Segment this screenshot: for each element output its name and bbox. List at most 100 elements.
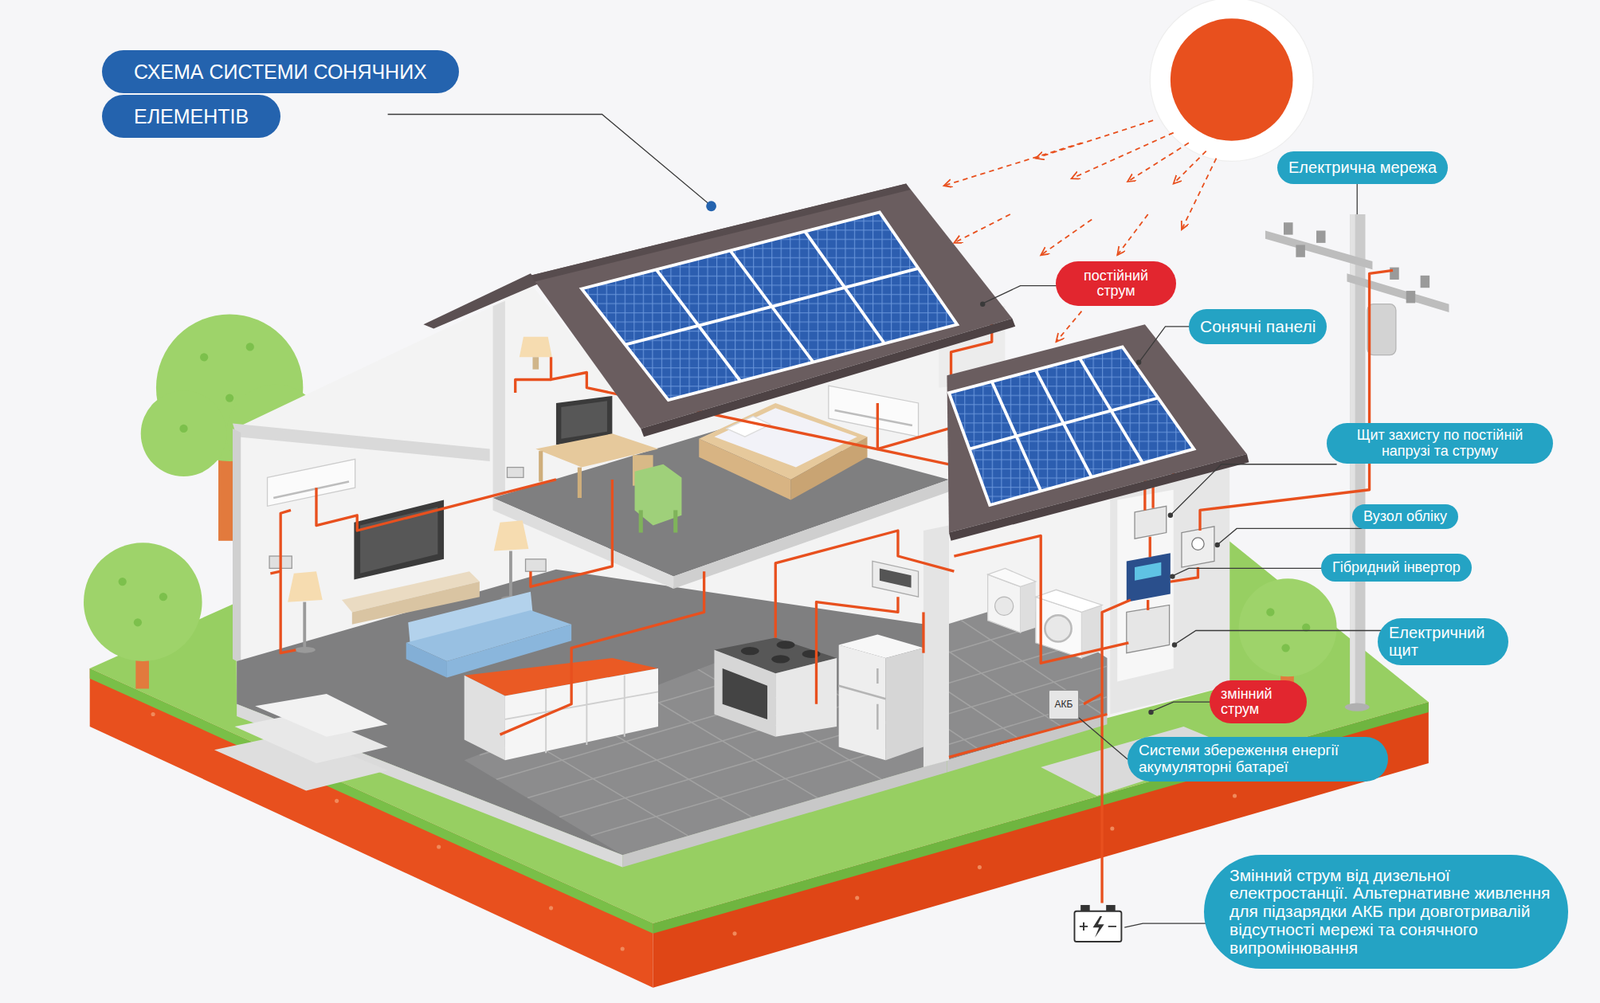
furniture bbox=[1020, 581, 1036, 633]
tree bbox=[1281, 643, 1290, 652]
tree bbox=[118, 577, 127, 586]
label-text: Гібридний інвертор bbox=[1332, 560, 1461, 576]
furniture bbox=[835, 410, 913, 426]
sun-ray bbox=[953, 214, 1010, 244]
furniture bbox=[509, 551, 513, 598]
tree bbox=[141, 391, 228, 478]
leader-line bbox=[984, 286, 1067, 304]
tree bbox=[179, 424, 188, 433]
furniture bbox=[886, 647, 924, 761]
callout-pill: Вузол обліку bbox=[1352, 504, 1459, 530]
wire bbox=[280, 509, 296, 653]
sun-ray bbox=[944, 142, 1083, 186]
wire bbox=[316, 479, 557, 531]
title-block: СХЕМА СИСТЕМИ СОНЯЧНИХ ЕЛЕМЕНТІВ bbox=[101, 49, 439, 139]
house-body bbox=[493, 301, 506, 501]
roof bbox=[423, 184, 1249, 542]
wire bbox=[515, 379, 552, 393]
leader-dot bbox=[1148, 709, 1153, 715]
furniture bbox=[802, 650, 821, 659]
leader-line bbox=[388, 114, 1389, 929]
sun-ray bbox=[1181, 158, 1217, 231]
ground bbox=[151, 712, 156, 717]
house-body bbox=[232, 423, 491, 462]
furniture bbox=[1035, 589, 1102, 612]
utility-pole bbox=[1316, 230, 1326, 243]
battery-symbol bbox=[1080, 905, 1091, 912]
leader-line bbox=[1171, 464, 1337, 515]
tree bbox=[225, 393, 234, 402]
wire bbox=[1083, 694, 1102, 705]
ground bbox=[334, 799, 339, 804]
sun-ray bbox=[1071, 133, 1174, 180]
ground bbox=[620, 946, 625, 951]
leader-dot bbox=[1136, 359, 1142, 365]
label-text: Системи збереження енергії акумуляторні … bbox=[1138, 742, 1377, 776]
battery-symbol bbox=[1074, 911, 1122, 942]
sun-ray bbox=[1040, 219, 1092, 255]
leader-dot bbox=[1169, 573, 1175, 579]
label-text: Електрична мережа bbox=[1288, 159, 1437, 177]
leader-dot bbox=[705, 200, 1220, 715]
sun-ray bbox=[1055, 311, 1082, 342]
furniture bbox=[294, 647, 316, 654]
furniture bbox=[839, 668, 887, 730]
label-text: Сонячні панелі bbox=[1200, 317, 1316, 337]
furniture bbox=[506, 467, 523, 479]
equipment bbox=[1181, 526, 1215, 568]
callout-pill: Електрична мережа bbox=[1277, 151, 1448, 185]
equipment bbox=[1126, 552, 1171, 602]
ground bbox=[854, 895, 859, 900]
furniture bbox=[673, 509, 678, 533]
furniture bbox=[505, 668, 659, 761]
utility-pole bbox=[1283, 222, 1294, 235]
ground bbox=[1109, 826, 1114, 831]
tree bbox=[159, 592, 168, 601]
leader-line bbox=[1175, 630, 1388, 644]
tree bbox=[1266, 607, 1275, 616]
roof bbox=[624, 231, 919, 382]
sun bbox=[1149, 0, 1314, 161]
callout-pill: Щит захисту по постійній напрузі та стру… bbox=[1326, 423, 1553, 464]
stairs bbox=[254, 694, 388, 738]
utility-pole bbox=[1406, 290, 1416, 303]
furniture bbox=[995, 596, 1014, 616]
label-text: Щит захисту по постійній напрузі та стру… bbox=[1337, 427, 1542, 459]
battery-box: АКБ bbox=[1048, 690, 1079, 720]
battery-symbol bbox=[1074, 905, 1122, 942]
wire bbox=[1149, 537, 1152, 558]
utility-pole bbox=[1283, 222, 1430, 303]
equipment bbox=[1134, 562, 1161, 581]
furniture bbox=[1044, 615, 1071, 642]
furniture bbox=[287, 571, 323, 602]
furniture bbox=[839, 644, 887, 761]
furniture bbox=[267, 458, 356, 506]
wire bbox=[877, 403, 950, 450]
furniture bbox=[360, 507, 438, 574]
wire bbox=[953, 535, 1129, 663]
sun-ray bbox=[1117, 214, 1148, 255]
label-text: Змінний струм від дизельної електростанц… bbox=[1229, 866, 1556, 957]
furniture bbox=[872, 560, 919, 597]
roof bbox=[423, 273, 539, 329]
leader-dot bbox=[980, 301, 985, 307]
wire bbox=[815, 596, 898, 704]
sun bbox=[1149, 0, 1314, 161]
furniture bbox=[273, 482, 350, 499]
floor bbox=[236, 569, 947, 856]
furniture bbox=[532, 356, 539, 369]
sun bbox=[1170, 18, 1294, 142]
tree bbox=[1239, 578, 1338, 677]
wire bbox=[921, 611, 925, 653]
label-text: постійний струм bbox=[1066, 268, 1165, 300]
floor bbox=[946, 592, 1151, 746]
wire bbox=[1146, 600, 1150, 611]
roof bbox=[969, 358, 1159, 491]
furniture bbox=[713, 650, 776, 738]
info-pill: Змінний струм від дизельної електростанц… bbox=[1203, 854, 1569, 969]
battery-symbol bbox=[1105, 905, 1116, 912]
leader-dot bbox=[1168, 513, 1173, 518]
current-badge: змінний струм bbox=[1209, 680, 1307, 724]
sun-ray bbox=[1127, 142, 1189, 182]
